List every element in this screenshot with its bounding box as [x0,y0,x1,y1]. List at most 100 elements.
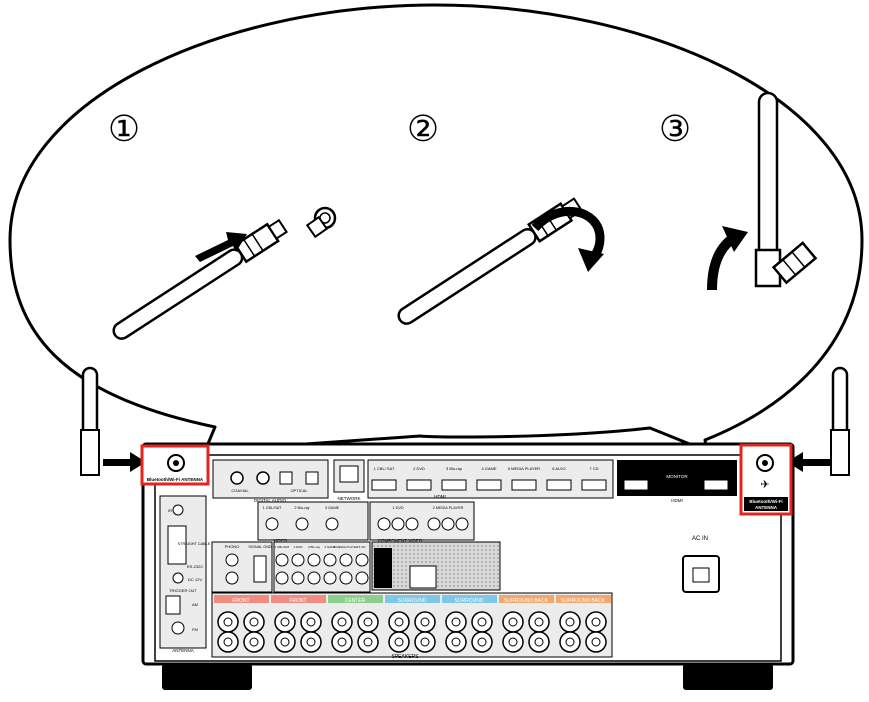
video-input-label: 2 Blu-ray [294,506,309,510]
component-video-label: COMPONENT VIDEO [378,538,423,543]
hdmi-input-label: 2 DVD [413,466,425,471]
right-connect-arrow-icon [787,452,830,472]
audio-input-label: 4 GAME [324,545,335,549]
speaker-post-bottom-center [565,637,575,647]
speaker-post-bottom-center [508,637,518,647]
speaker-post-bottom-center [337,637,347,647]
hdmi-input-port [581,479,607,491]
preout-section [371,541,501,591]
right-antenna-terminal-label-1: Bluetooth/Wi-Fi [749,499,782,504]
fm-label: FM [192,627,198,632]
audio-jack-right [291,571,305,585]
audio-jack-left [339,553,353,567]
speaker-post-bottom-center [534,637,544,647]
speaker-post-top-center [565,617,575,627]
component-jack [455,517,469,531]
optical-label: OPTICAL [290,488,308,493]
hdmi-in-label: HDMI [434,494,446,499]
rotate-arrow-icon [531,206,605,272]
video-jack [265,517,279,531]
hdmi-input-label: 1 CBL/ SAT [374,466,395,471]
audio-input-label: 3 Blu-ray [308,545,321,549]
signal-gnd-label: SIGNAL GND [248,545,272,549]
speaker-post-top-center [337,617,347,627]
audio-jack-right [275,571,289,585]
speaker-post-top-center [451,617,461,627]
speaker-channel-label: CENTER [345,598,366,604]
rs232c-label: RS-232C [187,564,204,569]
audio-input-label: 1 CBL/SAT [275,545,290,549]
speaker-color-band [385,595,440,603]
step-2-marker: ② [407,108,439,149]
callout-bubble [8,3,864,453]
speakers-label: SPEAKERS [392,654,420,660]
speaker-post-top-center [394,617,404,627]
speaker-post-bottom-center [306,637,316,647]
audio-jack-left [291,553,305,567]
component-input-label: 2 MEDIA PLAYER [433,506,464,510]
speaker-post-bottom-center [363,637,373,647]
hdmi-outputs-section: MONITOR HDMI [617,460,737,503]
left-connect-arrow-icon [103,452,146,472]
step-1-label: ① [108,108,140,149]
hdmi-input-label: 3 Blu-ray [446,466,462,471]
audio-jack-left [355,553,369,567]
trigger-out-label: TRIGGER OUT [169,588,197,593]
left-antenna-terminal: Bluetooth/Wi-Fi ANTENNA [140,444,210,486]
am-label: AM [192,602,198,607]
speaker-post-bottom-center [223,637,233,647]
audio-jack-right [339,571,353,585]
step-3-antenna [754,91,818,288]
component-jack [391,517,405,531]
dc12v-label: DC 12V [188,577,202,582]
coaxial-label: COAXIAL [231,488,249,493]
wifi-bluetooth-icon: ✈ [760,479,769,491]
video-label: VIDEO [273,538,288,543]
digital-audio-label: DIGITAL AUDIO [254,498,287,503]
speaker-post-top-center [223,617,233,627]
audio-jack-left [323,553,337,567]
speaker-post-top-center [591,617,601,627]
right-antenna-terminal: ✈ Bluetooth/Wi-Fi ANTENNA [739,443,793,516]
speaker-post-bottom-center [394,637,404,647]
speaker-post-bottom-center [420,637,430,647]
audio-input-label: 2 DVD [294,545,304,549]
speaker-post-bottom-center [451,637,461,647]
speaker-post-bottom-center [249,637,259,647]
monitor-out-label: MONITOR [666,474,688,479]
speaker-color-band [271,595,326,603]
audio-jack-right [355,571,369,585]
ir-label: IR [168,508,172,513]
speaker-post-top-center [534,617,544,627]
hdmi-out-label: HDMI [671,498,683,503]
speaker-post-bottom-center [280,637,290,647]
network-port: NETWORK [333,459,365,501]
step-numbers: ① ② ③ [108,108,691,149]
speaker-channel-label: FRONT [232,598,249,604]
antenna-label: ANTENNA [172,648,194,653]
antenna-connector-icon [305,206,337,239]
video-input-label: 3 GAME [325,506,340,510]
speaker-post-top-center [508,617,518,627]
component-jack [377,517,391,531]
audio-input-label: 6 CD [359,545,367,549]
hdmi-input-port [476,479,502,491]
video-jack [325,517,339,531]
video-jack [295,517,309,531]
speaker-post-bottom-center [591,637,601,647]
speaker-post-bottom-center [477,637,487,647]
audio-jack-left [275,553,289,567]
speaker-post-top-center [249,617,259,627]
straight-cable-label: STRAIGHT CABLE [178,542,211,546]
component-jack [427,517,441,531]
left-antenna-icon [80,366,100,476]
right-foot [683,664,773,690]
hdmi-input-port [406,479,432,491]
audio-jack-right [323,571,337,585]
phono-label: PHONO [225,544,240,549]
